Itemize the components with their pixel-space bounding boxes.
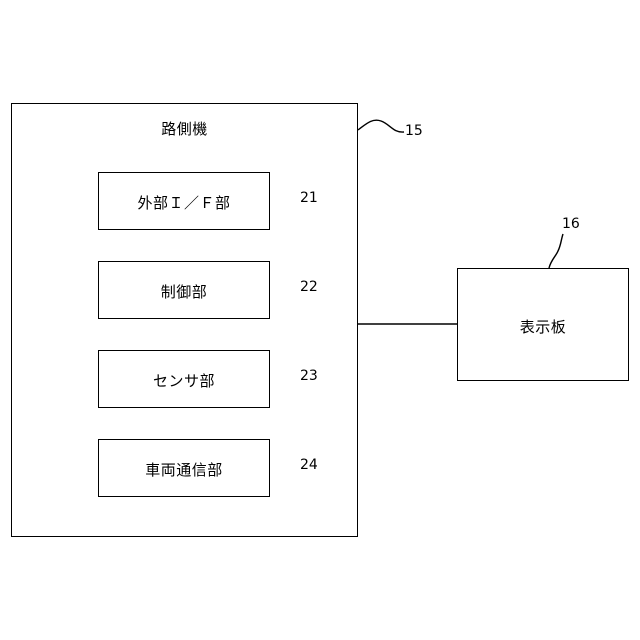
control-unit-ref: 22	[300, 279, 318, 295]
control-unit-label: 制御部	[98, 281, 270, 302]
leader-line-16	[549, 234, 563, 268]
external-if-unit-label: 外部Ｉ／Ｆ部	[98, 192, 270, 213]
vehicle-communication-unit-label: 車両通信部	[98, 459, 270, 480]
external-if-unit-ref: 21	[300, 190, 318, 206]
leader-line-15	[358, 120, 404, 132]
display-board-ref: 16	[562, 216, 580, 232]
display-board-label: 表示板	[457, 316, 629, 337]
vehicle-communication-unit-ref: 24	[300, 457, 318, 473]
roadside-unit-ref: 15	[405, 123, 423, 139]
sensor-unit-label: センサ部	[98, 370, 270, 391]
sensor-unit-ref: 23	[300, 368, 318, 384]
roadside-unit-label: 路側機	[11, 118, 358, 139]
